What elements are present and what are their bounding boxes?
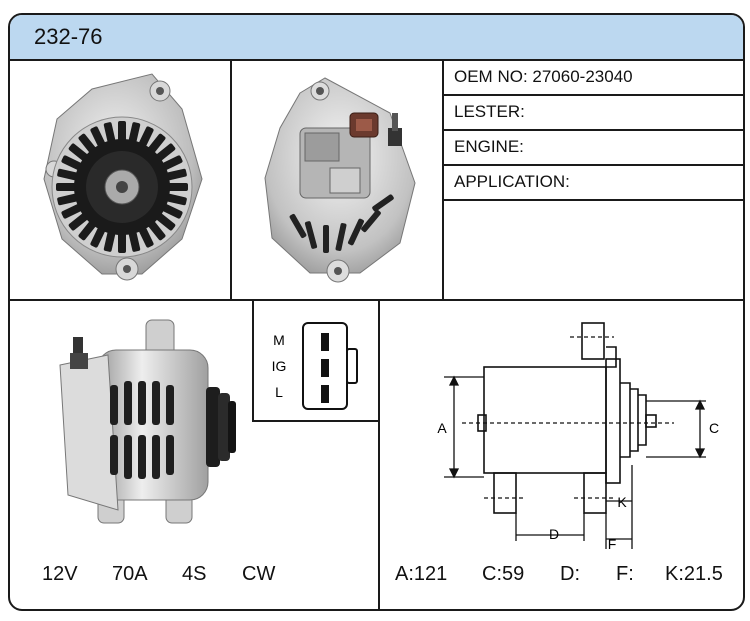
product-card: 232-76 OEM NO: 27060-23040 LESTER: ENGIN…: [8, 13, 745, 611]
alternator-side-image: [59, 319, 236, 524]
divider-v-top-right: [442, 59, 444, 299]
divider-v-top-left: [230, 59, 232, 299]
title-bar: 232-76: [10, 15, 743, 61]
connector-box-right: [378, 299, 380, 422]
spec-f: F:: [616, 563, 634, 585]
spec-k: K:21.5: [665, 563, 723, 585]
dimension-diagram: A C D F K: [437, 322, 719, 552]
pin-label-l: L: [275, 384, 283, 400]
application-field: APPLICATION:: [454, 172, 570, 191]
dim-label-k: K: [617, 494, 627, 510]
spec-d: D:: [560, 563, 580, 585]
pin-label-m: M: [273, 332, 285, 348]
spec-groove: 4S: [182, 563, 207, 585]
spec-rotation: CW: [242, 563, 276, 585]
alternator-front-image: [43, 73, 203, 281]
connector-box-bottom: [252, 420, 380, 422]
oem-number: OEM NO: 27060-23040: [454, 67, 633, 86]
dim-label-a: A: [437, 420, 447, 436]
dim-label-c: C: [709, 420, 719, 436]
spec-voltage: 12V: [42, 563, 78, 585]
alternator-rear-image: [264, 77, 416, 283]
connector-diagram: M IG L: [272, 322, 358, 410]
divider-h-middle: [10, 299, 743, 301]
divider-row-2: [442, 129, 743, 131]
dim-label-f: F: [608, 536, 617, 552]
dim-label-d: D: [549, 526, 559, 542]
spec-c: C:59: [482, 563, 525, 585]
divider-row-1: [442, 94, 743, 96]
divider-row-3: [442, 164, 743, 166]
part-number: 232-76: [34, 24, 103, 49]
divider-row-4: [442, 199, 743, 201]
divider-v-bottom: [378, 299, 380, 609]
spec-amperage: 70A: [112, 563, 148, 585]
connector-box-left: [252, 299, 254, 422]
pin-label-ig: IG: [272, 358, 287, 374]
engine-field: ENGINE:: [454, 137, 524, 156]
spec-a: A:121: [395, 563, 448, 585]
lester-field: LESTER:: [454, 102, 525, 121]
